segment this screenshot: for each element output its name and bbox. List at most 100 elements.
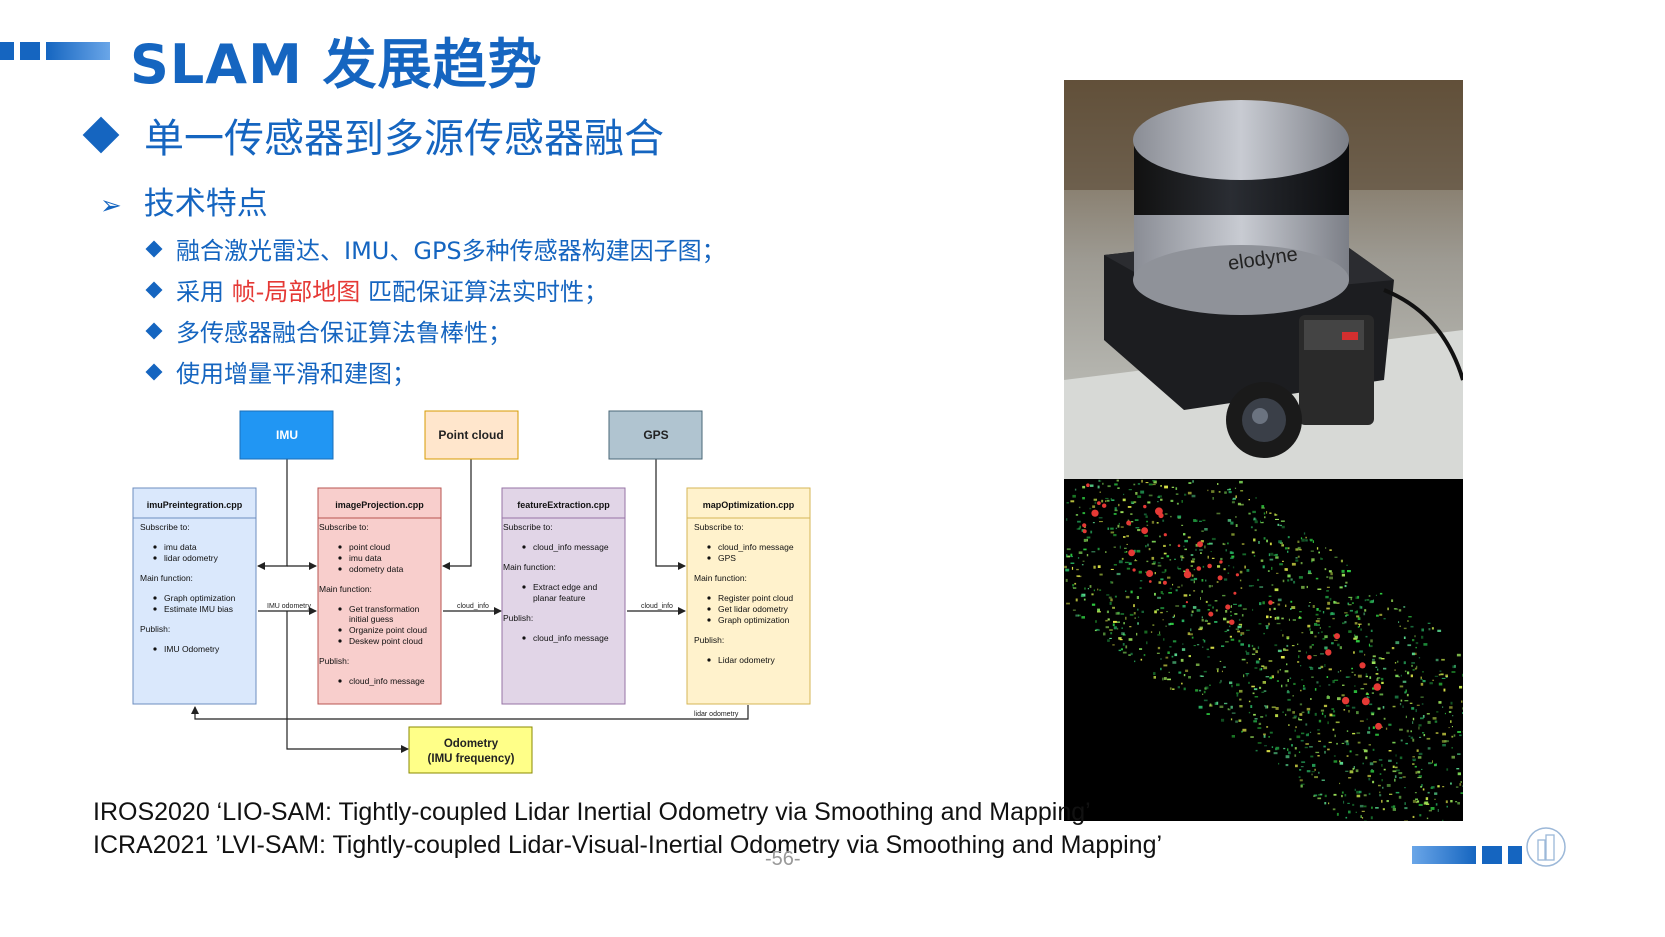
point-cloud-point <box>1110 598 1113 602</box>
point-cloud-point <box>1109 637 1112 639</box>
point-cloud-point <box>1329 597 1332 601</box>
point-cloud-point <box>1393 608 1397 610</box>
point-cloud-point <box>1395 674 1399 678</box>
point-cloud-point <box>1291 606 1296 609</box>
point-cloud-point <box>1333 710 1336 713</box>
point-cloud-point <box>1363 794 1367 797</box>
module-line: Main function: <box>503 562 556 572</box>
point-cloud-point <box>1175 605 1180 607</box>
point-cloud-point <box>1253 555 1256 557</box>
point-cloud-point <box>1266 615 1269 619</box>
point-cloud-point <box>1230 611 1232 613</box>
point-cloud-point <box>1434 792 1438 795</box>
point-cloud-point <box>1177 566 1179 569</box>
point-cloud-point <box>1462 712 1463 714</box>
point-cloud-point <box>1113 620 1117 623</box>
point-cloud-point <box>1392 705 1396 708</box>
point-cloud-point <box>1105 500 1107 503</box>
point-cloud-point <box>1301 538 1305 542</box>
point-cloud-point <box>1264 745 1267 747</box>
point-cloud-point <box>1230 638 1235 641</box>
point-cloud-point <box>1241 730 1243 733</box>
module-line: Publish: <box>140 624 170 634</box>
point-cloud-point <box>1229 635 1232 638</box>
bullet-dot-icon <box>707 658 711 662</box>
point-cloud-point <box>1441 677 1446 679</box>
point-cloud-point <box>1367 774 1371 778</box>
point-cloud-point <box>1293 682 1296 685</box>
point-cloud-point <box>1297 643 1299 645</box>
point-cloud-point <box>1418 803 1423 806</box>
point-cloud-point <box>1429 682 1433 685</box>
point-cloud-point <box>1316 681 1319 684</box>
point-cloud-point <box>1287 550 1289 553</box>
point-cloud-point <box>1081 564 1084 566</box>
point-cloud-point <box>1355 754 1359 756</box>
imu-input-label: IMU <box>276 428 298 442</box>
list-item-text: 融合激光雷达、IMU、GPS多种传感器构建因子图； <box>176 237 726 265</box>
point-cloud-point <box>1402 680 1407 683</box>
point-cloud-point <box>1416 704 1420 706</box>
point-cloud-point <box>1154 610 1157 614</box>
point-cloud-point <box>1332 728 1335 731</box>
arrow-bullet-icon: ➢ <box>100 191 122 221</box>
point-cloud-point <box>1345 816 1348 819</box>
point-cloud-point <box>1273 554 1278 556</box>
point-cloud-point <box>1287 579 1290 582</box>
point-cloud-point <box>1315 751 1320 754</box>
point-cloud-point <box>1211 537 1216 541</box>
point-cloud-point <box>1263 666 1268 670</box>
point-cloud-point <box>1389 793 1393 795</box>
point-cloud-point <box>1192 480 1194 483</box>
point-cloud-point <box>1239 689 1243 693</box>
point-cloud-point <box>1229 619 1235 625</box>
point-cloud-point <box>1162 580 1167 585</box>
point-cloud-point <box>1410 730 1412 733</box>
point-cloud-point <box>1130 501 1135 504</box>
point-cloud-point <box>1381 799 1383 803</box>
point-cloud-point <box>1457 802 1460 805</box>
point-cloud-point <box>1280 656 1285 659</box>
section-heading: 单一传感器到多源传感器融合 <box>82 106 664 164</box>
point-cloud-point <box>1269 512 1272 514</box>
point-cloud-point <box>1445 800 1448 804</box>
point-cloud-point <box>1259 602 1262 606</box>
point-cloud-point <box>1071 566 1074 570</box>
point-cloud-point <box>1192 558 1196 560</box>
point-cloud-point <box>1151 520 1155 524</box>
point-cloud-point <box>1250 526 1253 529</box>
point-cloud-point <box>1324 750 1326 754</box>
point-cloud-point <box>1169 687 1172 690</box>
point-cloud-point <box>1230 521 1234 525</box>
point-cloud-point <box>1411 664 1413 667</box>
point-cloud-point <box>1234 487 1237 489</box>
point-cloud-point <box>1387 607 1389 611</box>
point-cloud-point <box>1099 480 1102 482</box>
point-cloud-point <box>1437 809 1439 812</box>
module-line: Lidar odometry <box>718 655 775 665</box>
point-cloud-point <box>1259 586 1264 588</box>
point-cloud-point <box>1157 646 1161 650</box>
point-cloud-point <box>1281 617 1284 620</box>
point-cloud-point <box>1228 491 1232 494</box>
point-cloud-point <box>1224 491 1227 494</box>
point-cloud-point <box>1415 642 1419 645</box>
point-cloud-point <box>1180 555 1184 558</box>
point-cloud-point <box>1356 711 1359 715</box>
point-cloud-point <box>1207 543 1210 545</box>
point-cloud-point <box>1120 613 1125 615</box>
point-cloud-point <box>1160 578 1164 581</box>
header-deco-square-1 <box>0 42 14 60</box>
footer-deco-square-2 <box>1508 846 1522 864</box>
point-cloud-point <box>1261 665 1265 667</box>
point-cloud-point <box>1190 554 1194 556</box>
point-cloud-point <box>1307 572 1312 575</box>
point-cloud-point <box>1224 702 1228 705</box>
point-cloud-point <box>1288 724 1290 726</box>
point-cloud-point <box>1238 719 1242 722</box>
point-cloud-point <box>1375 722 1382 730</box>
bullet-dot-icon <box>153 647 157 651</box>
point-cloud-point <box>1391 599 1394 602</box>
point-cloud-point <box>1416 665 1418 669</box>
